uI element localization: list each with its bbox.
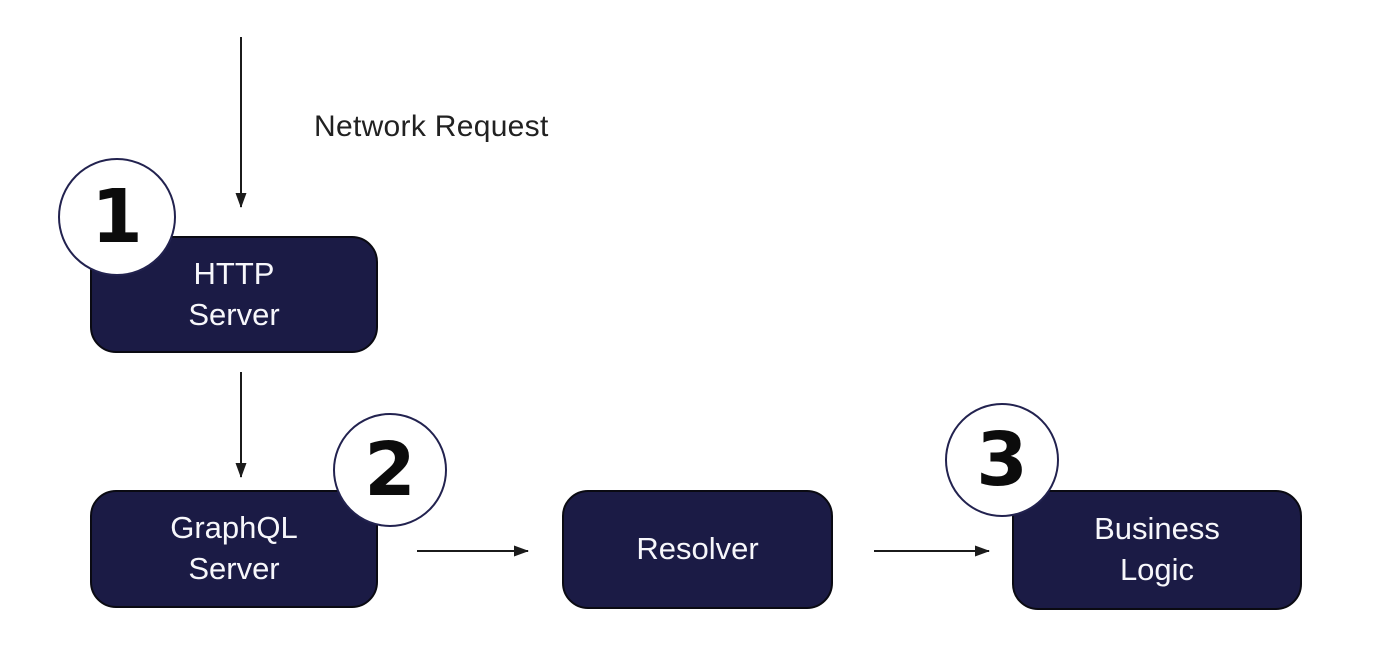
node-graphql-server-label: GraphQL Server <box>170 510 298 586</box>
node-business-logic-label: Business Logic <box>1094 511 1220 587</box>
node-resolver-label: Resolver <box>636 531 759 567</box>
network-request-label: Network Request <box>314 110 549 143</box>
step-badge-1: 1 <box>58 158 176 276</box>
step-1-number: 1 <box>91 174 143 260</box>
step-3-number: 3 <box>976 417 1028 503</box>
step-badge-3: 3 <box>945 403 1059 517</box>
node-resolver: Resolver <box>562 490 833 609</box>
step-badge-2: 2 <box>333 413 447 527</box>
node-business-logic: Business Logic <box>1012 490 1302 610</box>
node-http-server-label: HTTP Server <box>188 255 280 332</box>
node-graphql-server: GraphQL Server <box>90 490 378 608</box>
step-2-number: 2 <box>364 427 416 513</box>
